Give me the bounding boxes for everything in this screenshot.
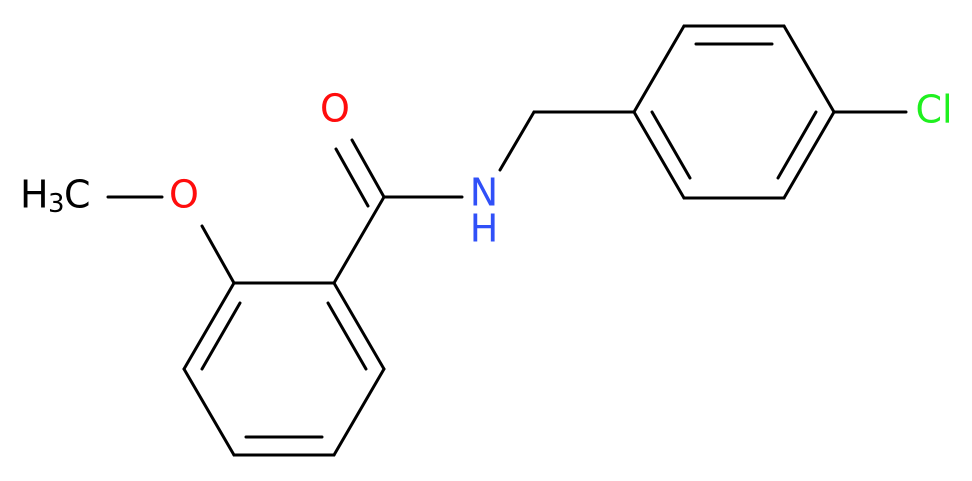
bond-ring2-d-inner [776, 110, 818, 180]
methyl-h: H [20, 173, 49, 217]
nitrogen-hydrogen-label: H [470, 207, 499, 251]
methyl-subscript: 3 [48, 189, 65, 219]
bond-ring1-e [182, 367, 236, 457]
bond-ring1-c [332, 367, 386, 457]
bonds [106, 24, 908, 457]
bond-ring2-c [782, 24, 836, 114]
bond-ring1-b-inner [326, 301, 368, 371]
bond-c-o-double-b [334, 147, 370, 208]
chlorine-label: Cl [915, 88, 952, 132]
bond-ring-carbonyl [332, 195, 386, 285]
bond-ring1-f-inner [200, 301, 242, 371]
bond-ring1-f [182, 281, 236, 371]
bond-ring2-f-inner [650, 110, 692, 180]
bond-ring1-b [332, 281, 386, 371]
methyl-c: C [64, 173, 91, 217]
oxygen-methoxy-label: O [169, 173, 199, 217]
nitrogen-label: N [470, 171, 498, 215]
methyl-label: H 3 C [20, 173, 91, 220]
bond-ring2-a [632, 24, 686, 114]
atom-labels: O O N H Cl H 3 C [20, 87, 953, 251]
bond-ring-o-methoxy [200, 224, 236, 285]
bond-c-o-double-a [350, 138, 386, 199]
bond-n-ch2 [498, 110, 536, 172]
bond-ring2-d [782, 110, 836, 200]
bond-ring2-f [632, 110, 686, 200]
oxygen-carbonyl-label: O [320, 87, 350, 131]
